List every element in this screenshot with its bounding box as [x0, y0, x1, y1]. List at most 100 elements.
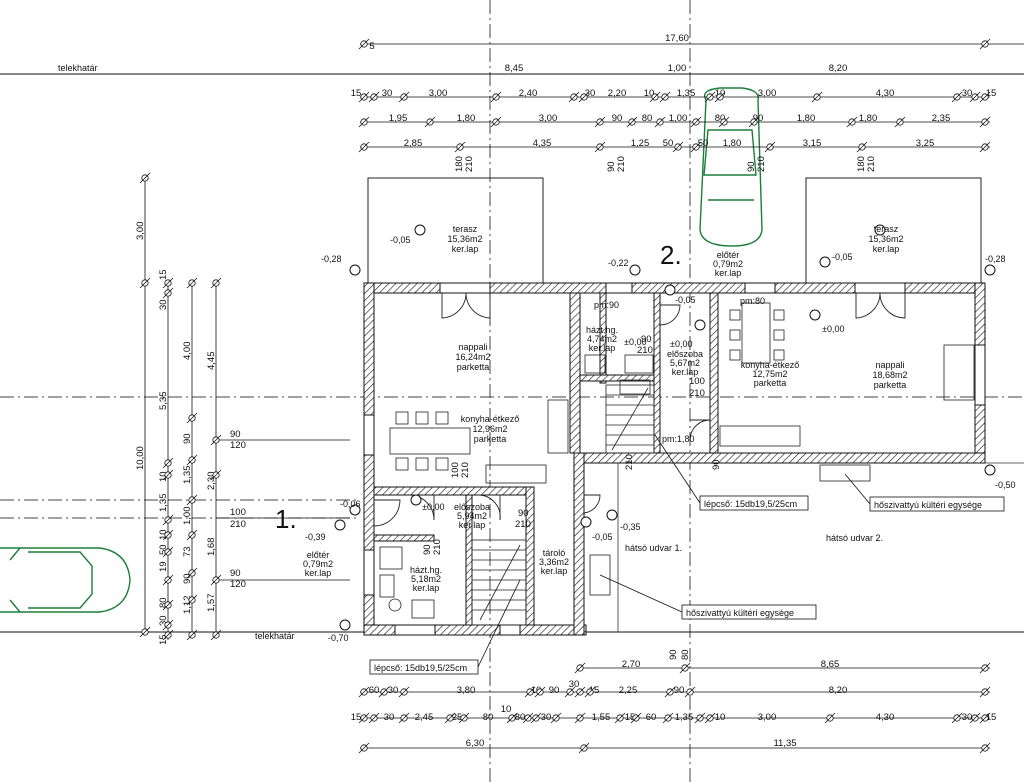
- svg-text:10: 10: [715, 712, 726, 723]
- svg-text:73: 73: [182, 546, 193, 557]
- svg-text:90: 90: [746, 161, 757, 172]
- dimension-tick-slash: [162, 574, 174, 586]
- dim-top-sill: 180 210 90 210 180 210 90 210: [454, 156, 877, 172]
- dimension-tick-slash: [694, 712, 706, 724]
- svg-text:30: 30: [384, 712, 395, 723]
- svg-text:1,80: 1,80: [859, 113, 878, 124]
- dimension-tick-slash: [210, 469, 222, 481]
- svg-text:1,35: 1,35: [677, 88, 696, 99]
- svg-text:30: 30: [962, 88, 973, 99]
- car-top: [699, 87, 763, 247]
- dimension-tick-slash: [969, 712, 981, 724]
- dimension-tick-slash: [358, 38, 370, 50]
- svg-text:6,30: 6,30: [466, 738, 485, 749]
- dimension-tick-slash: [398, 712, 410, 724]
- dimension-tick-slash: [811, 91, 823, 103]
- level-markers: [334, 224, 996, 631]
- dimension-tick-slash: [490, 116, 502, 128]
- svg-text:30: 30: [382, 88, 393, 99]
- svg-text:3,15: 3,15: [803, 138, 822, 149]
- svg-text:210: 210: [637, 345, 653, 356]
- svg-text:ker.lap: ker.lap: [459, 520, 486, 530]
- svg-text:előtér: előtér: [307, 550, 330, 560]
- svg-text:3,00: 3,00: [539, 113, 558, 124]
- svg-text:10: 10: [531, 685, 542, 696]
- svg-text:-0,70: -0,70: [328, 633, 349, 643]
- svg-text:3,00: 3,00: [758, 88, 777, 99]
- dimension-tick-slash: [162, 514, 174, 526]
- svg-text:90: 90: [711, 459, 722, 470]
- svg-text:-0,39: -0,39: [305, 532, 326, 542]
- dimension-tick-slash: [210, 574, 222, 586]
- svg-text:15: 15: [986, 88, 997, 99]
- svg-text:50: 50: [158, 544, 169, 555]
- svg-text:8,65: 8,65: [821, 659, 840, 670]
- car-left: [0, 547, 131, 613]
- dimension-tick-slash: [139, 172, 151, 184]
- dim-top-r1: 8,45 1,00 8,20: [505, 63, 848, 74]
- svg-text:ker.lap: ker.lap: [452, 244, 479, 254]
- svg-text:50: 50: [698, 138, 709, 149]
- upper-marker: 2.: [660, 240, 682, 270]
- dimension-tick-slash: [578, 742, 590, 754]
- svg-text:5,67m2: 5,67m2: [670, 358, 700, 368]
- dimension-tick-slash: [358, 742, 370, 754]
- svg-text:1,95: 1,95: [389, 113, 408, 124]
- svg-text:210: 210: [515, 519, 531, 530]
- dimension-tick-slash: [584, 686, 596, 698]
- walls: [363, 282, 986, 636]
- svg-text:10: 10: [158, 471, 169, 482]
- svg-text:30: 30: [388, 685, 399, 696]
- svg-text:ker.lap: ker.lap: [589, 343, 616, 353]
- svg-text:15: 15: [351, 712, 362, 723]
- dimension-tick-slash: [690, 141, 702, 153]
- svg-text:210: 210: [460, 462, 471, 478]
- dimension-tick-slash: [718, 116, 730, 128]
- svg-text:1,00: 1,00: [669, 113, 688, 124]
- svg-text:90: 90: [182, 573, 193, 584]
- svg-text:-0,28: -0,28: [321, 254, 342, 264]
- svg-text:-0,35: -0,35: [620, 522, 641, 532]
- svg-text:tároló: tároló: [543, 548, 566, 558]
- dimension-tick-slash: [664, 686, 676, 698]
- svg-text:konyha-étkező: konyha-étkező: [741, 360, 800, 370]
- svg-text:5,94m2: 5,94m2: [457, 511, 487, 521]
- svg-text:50: 50: [663, 138, 674, 149]
- svg-text:3,00: 3,00: [429, 88, 448, 99]
- dimension-tick-slash: [564, 686, 576, 698]
- svg-text:1,68: 1,68: [206, 538, 217, 557]
- dimension-tick-slash: [894, 116, 906, 128]
- svg-text:4,45: 4,45: [206, 352, 217, 371]
- dim-bottom-r2: 60 30 3,80 10 90 30 15 2,25 90 8,20: [369, 679, 848, 696]
- dim-top-r4: 2,85 4,35 1,25 50 50 1,80 3,15 3,25: [404, 138, 935, 149]
- callouts: [369, 434, 1005, 675]
- svg-text:2,30: 2,30: [206, 472, 217, 491]
- stairs-callout-left: lépcső: 15db19,5/25cm: [374, 663, 467, 673]
- svg-text:1,80: 1,80: [457, 113, 476, 124]
- dim-bottom-r0: 90 80: [668, 649, 691, 660]
- svg-text:10: 10: [644, 88, 655, 99]
- dimension-tick-slash: [186, 594, 198, 606]
- dimension-tick-slash: [704, 91, 716, 103]
- svg-text:5,18m2: 5,18m2: [411, 574, 441, 584]
- dimension-tick-slash: [846, 116, 858, 128]
- svg-text:1,35: 1,35: [158, 494, 169, 513]
- dimension-tick-slash: [162, 629, 174, 641]
- dimension-ticks: [139, 38, 991, 754]
- dimension-tick-slash: [714, 91, 726, 103]
- svg-text:±0,00: ±0,00: [822, 324, 844, 334]
- dimension-tick-slash: [578, 91, 590, 103]
- svg-text:30: 30: [569, 679, 580, 690]
- dimension-tick-slash: [358, 141, 370, 153]
- svg-text:8,20: 8,20: [829, 685, 848, 696]
- svg-text:4,30: 4,30: [876, 712, 895, 723]
- svg-text:1,80: 1,80: [797, 113, 816, 124]
- svg-text:nappali: nappali: [875, 360, 904, 370]
- ground-marker: 1.: [275, 504, 297, 534]
- svg-text:ker.lap: ker.lap: [873, 244, 900, 254]
- dimension-tick-slash: [162, 599, 174, 611]
- svg-text:5,35: 5,35: [158, 392, 169, 411]
